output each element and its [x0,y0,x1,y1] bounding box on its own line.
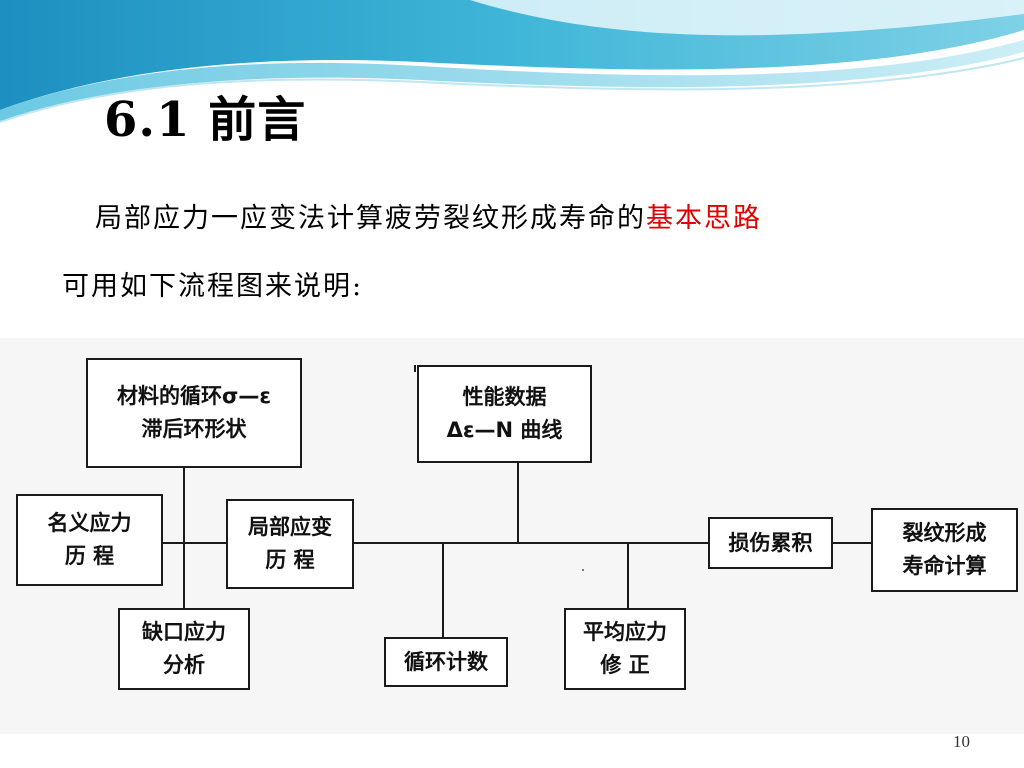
node-line: 损伤累积 [728,530,813,555]
node-line: 历 程 [265,548,315,572]
node-line: 平均应力 [583,620,667,645]
node-line: 性能数据 [462,385,547,410]
node-cyclic-curve: 材料的循环σ—ε 滞后环形状 [86,358,302,468]
node-line: 名义应力 [47,511,132,536]
node-cycle-counting: 循环计数 [384,637,508,687]
node-line: 分析 [163,653,205,677]
node-damage-accumulation: 损伤累积 [708,517,833,569]
node-line: 修 正 [600,653,650,677]
intro-text: 局部应力一应变法计算疲劳裂纹形成寿命的 [95,203,646,234]
page-number: 10 [953,732,970,751]
node-line: 历 程 [64,544,115,568]
node-life-calculation: 裂纹形成 寿命计算 [871,508,1018,592]
header-wave-decoration [0,0,1024,123]
node-line: Δε—N 曲线 [446,418,563,442]
node-line: 循环计数 [404,649,488,674]
node-nominal-stress: 名义应力 历 程 [16,494,163,586]
node-mean-stress-correction: 平均应力 修 正 [564,608,686,690]
node-line: 寿命计算 [902,554,987,578]
node-line: 局部应变 [248,515,332,540]
slide-title: 6.1 前言 [104,92,307,148]
node-notch-analysis: 缺口应力 分析 [118,608,250,690]
intro-highlight: 基本思路 [646,203,762,234]
intro-line-2: 可用如下流程图来说明: [62,271,364,302]
node-local-strain: 局部应变 历 程 [226,499,354,589]
node-line: 材料的循环σ—ε [116,384,272,409]
node-line: 裂纹形成 [902,521,987,546]
node-fatigue-data: 性能数据 Δε—N 曲线 [417,365,592,463]
intro-line-1: 局部应力一应变法计算疲劳裂纹形成寿命的基本思路 [0,196,1024,235]
node-line: 滞后环形状 [141,417,247,441]
node-line: 缺口应力 [142,620,226,645]
